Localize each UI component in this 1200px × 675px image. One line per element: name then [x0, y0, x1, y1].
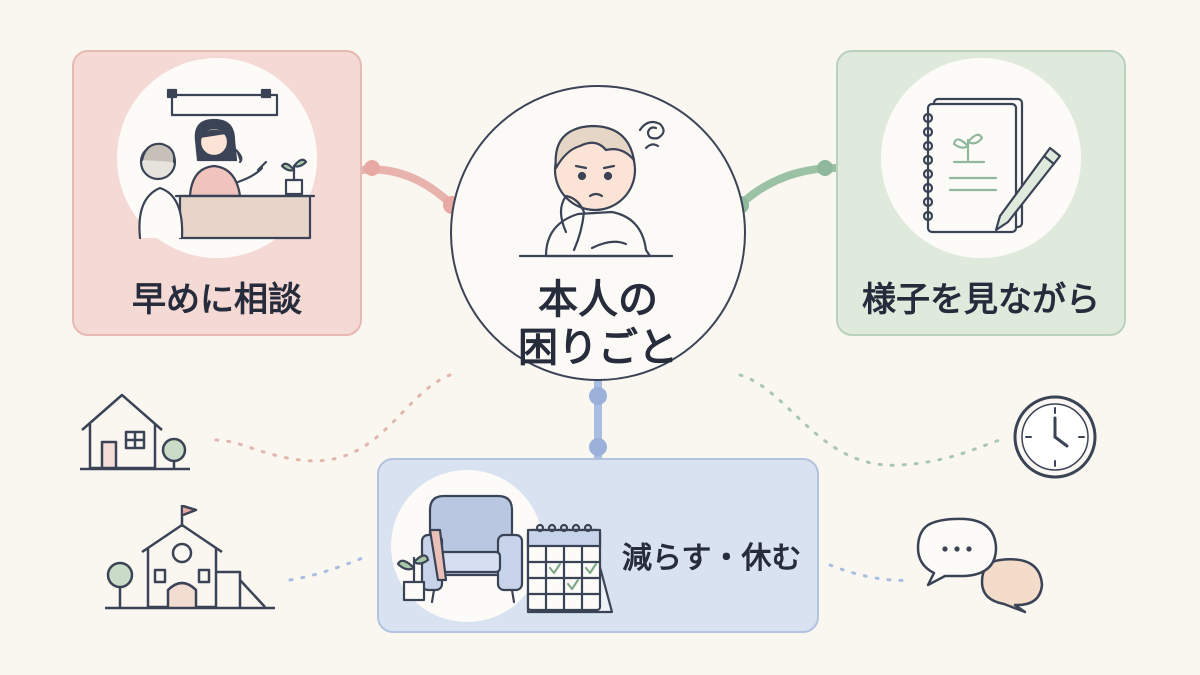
card-rest-label: 減らす・休む [622, 541, 802, 576]
center-title-line1: 本人の [538, 277, 658, 323]
connector-node [364, 160, 380, 176]
clock-icon [1013, 395, 1097, 479]
notebook-pen-icon [881, 58, 1081, 258]
school-icon [105, 504, 275, 610]
dotted-path-right-bottom [828, 563, 912, 582]
thinking-child-icon [518, 120, 674, 258]
card-consult-label: 早めに相談 [132, 280, 302, 320]
dotted-path-left-top [213, 373, 452, 463]
center-title: 本人の 困りごと [450, 276, 746, 372]
center-title-line2: 困りごと [518, 325, 678, 371]
armchair-calendar-icon [391, 470, 614, 622]
speech-bubbles-icon [916, 517, 1044, 614]
house-icon [80, 393, 190, 471]
connector-node [589, 387, 607, 405]
connector-node [589, 438, 607, 456]
connector-node [817, 160, 833, 176]
card-observe-label: 様子を見ながら [862, 280, 1100, 320]
consultation-counter-icon [117, 58, 317, 258]
